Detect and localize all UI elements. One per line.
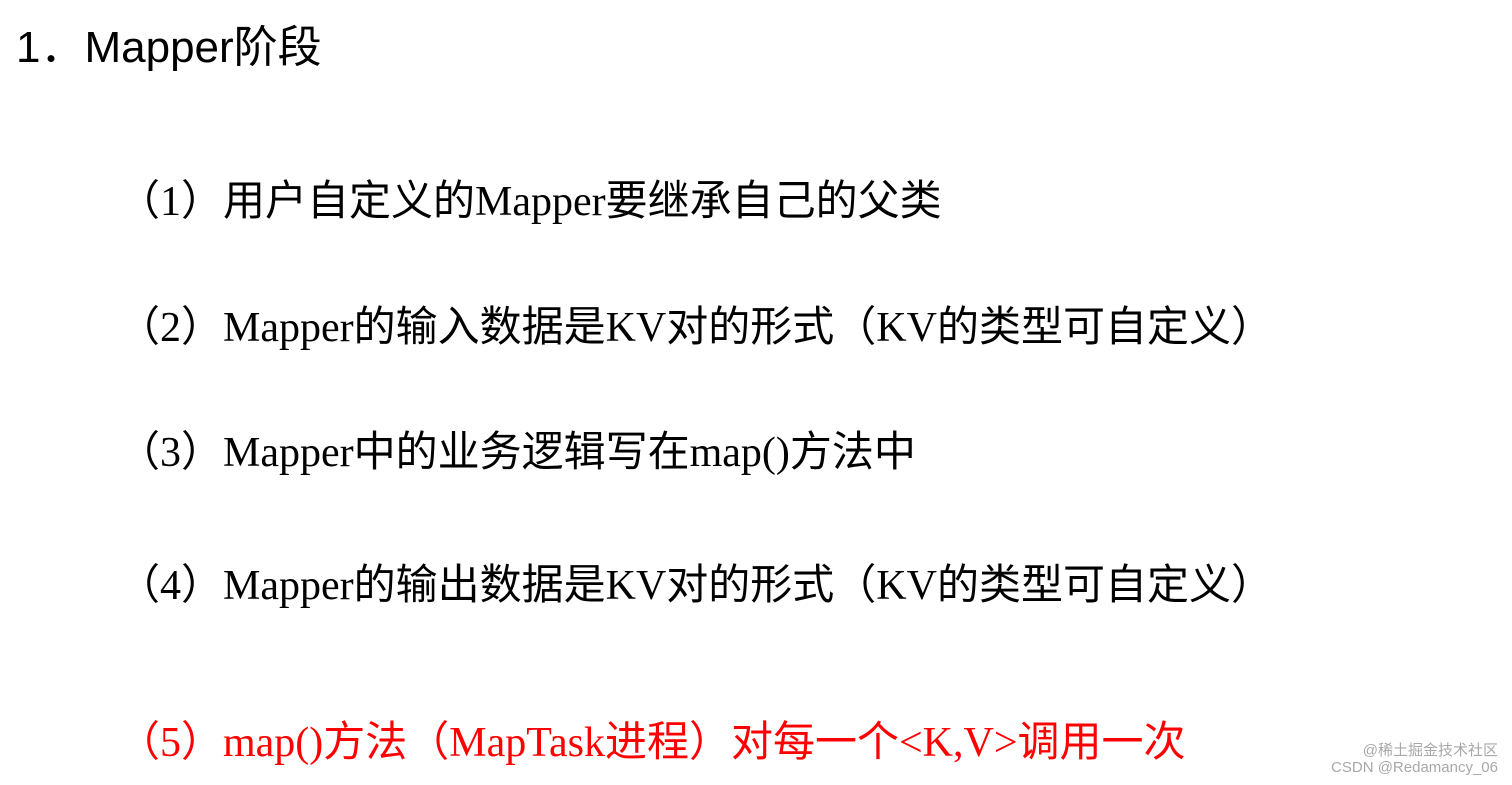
watermark-csdn: CSDN @Redamancy_06 [1331, 759, 1498, 776]
watermark-juejin: @稀土掘金技术社区 [1362, 742, 1498, 759]
list-item-3: （3）Mapper中的业务逻辑写在map()方法中 [118, 430, 916, 476]
list-item-1: （1）用户自定义的Mapper要继承自己的父类 [118, 179, 942, 225]
list-item-4: （4）Mapper的输出数据是KV对的形式（KV的类型可自定义） [118, 563, 1273, 609]
list-item-5-highlighted: （5）map()方法（MapTask进程）对每一个<K,V>调用一次 [118, 720, 1186, 766]
list-item-2: （2）Mapper的输入数据是KV对的形式（KV的类型可自定义） [118, 305, 1273, 351]
section-heading: 1．Mapper阶段 [16, 23, 322, 72]
